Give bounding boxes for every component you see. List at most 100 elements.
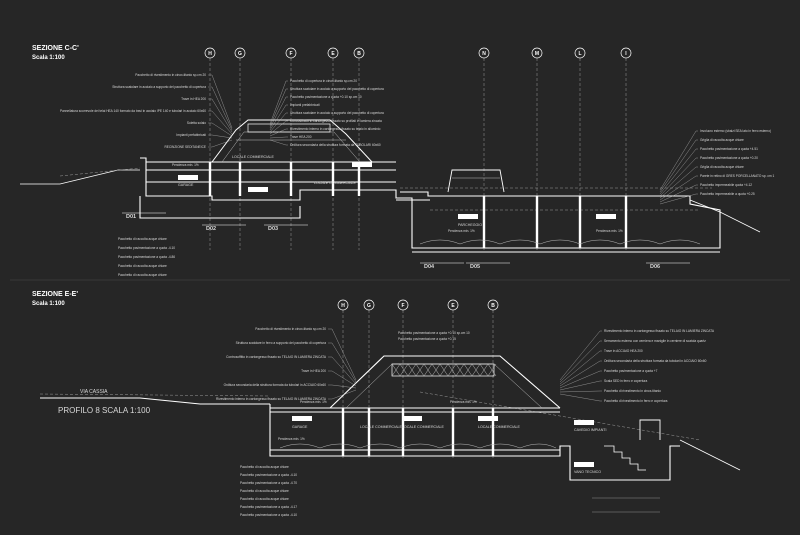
grid-axis-letter: E xyxy=(331,51,335,57)
annotation-label: Trave HEA 200 xyxy=(290,135,312,139)
annotation-leader xyxy=(269,139,288,146)
annotation-label: Pacchetto di rivestimento in ferro e cop… xyxy=(604,399,668,403)
annotation-leader xyxy=(208,110,233,135)
annotation-leader xyxy=(208,86,233,131)
cc-basement-left xyxy=(139,196,301,219)
truss-diagonal xyxy=(439,363,449,377)
ee-room-label: LOCALE COMMERCIALE xyxy=(360,425,403,429)
truss-diagonal xyxy=(399,363,409,377)
annotation-label: Trave in ACCIAIO HEA 200 xyxy=(604,349,643,353)
annotation-label: Controsoffitto in cartongesso fissato su… xyxy=(226,355,327,359)
grid-axis-letter: E xyxy=(451,303,455,309)
ee-drain-grates xyxy=(279,443,557,449)
annotation-leader xyxy=(559,370,602,389)
structural-column xyxy=(535,196,539,248)
annotation-label: Pacchetto pavimentazione a quota -4.10 xyxy=(240,473,297,477)
annotation-label: Pacchetto impermeabile a quota +0.25 xyxy=(700,192,755,196)
detail-tag-label: D02 xyxy=(206,226,216,232)
structural-column xyxy=(238,162,242,196)
annotation-label: Struttura scatolare in ferro a supporto … xyxy=(236,341,327,345)
annotation-leader xyxy=(559,350,602,385)
grid-axis-letter: N xyxy=(482,51,486,57)
annotation-label: Trave in HEA 200 xyxy=(301,369,326,373)
annotation-leader xyxy=(328,384,357,389)
grid-axis-letter: F xyxy=(401,303,404,309)
section-ee-scale: Scala 1:100 xyxy=(32,301,65,307)
ee-stair-kiosk xyxy=(639,419,661,440)
cc-room-tag-box xyxy=(248,187,268,192)
grid-axis-letter: I xyxy=(625,51,627,57)
annotation-leader xyxy=(328,328,357,381)
truss-diagonal xyxy=(423,363,433,377)
ee-room-label: VANO TECNICO xyxy=(574,470,601,474)
truss-diagonal xyxy=(463,363,473,377)
annotation-label: Griglia di raccolta acque chiare xyxy=(700,138,744,142)
structural-column xyxy=(367,408,371,456)
ee-road-label: VIA CASSIA xyxy=(80,389,108,395)
annotation-label: Pacchetto di raccolta acque chiare xyxy=(240,497,289,501)
annotation-label: Pacchetto pavimentazione a quota +0.15 xyxy=(398,337,456,341)
annotation-label: Griglia di raccolta acque chiare xyxy=(700,165,744,169)
annotation-label: Pacchetto pavimentazione a quota +7 xyxy=(604,369,658,373)
annotation-label: Scala SED in ferro e copertura xyxy=(604,379,647,383)
detail-tag-label: D01 xyxy=(126,214,136,220)
cc-access-kiosk xyxy=(447,169,505,193)
annotation-leader xyxy=(659,157,698,197)
cc-terrain-right xyxy=(689,199,761,233)
annotation-label: Orditura secondaria della struttura form… xyxy=(290,143,381,147)
annotation-label: Soletta solaio xyxy=(187,121,206,125)
annotation-label: Orditura secondaria della struttura form… xyxy=(604,359,707,363)
structural-column xyxy=(491,408,495,456)
ee-floor-tag: Pendenza min. 1% xyxy=(450,400,477,404)
ee-floor-tag: Pendenza min. 1% xyxy=(300,400,327,404)
ee-room-tags: GARAGE LOCALE COMMERCIALE LOCALE COMMERC… xyxy=(278,400,606,474)
annotation-leader xyxy=(659,130,698,191)
annotation-leader xyxy=(559,380,602,391)
annotation-label: Pacchetto di raccolta acque chiare xyxy=(240,465,289,469)
annotation-label: Pacchetto pavimentazione a quota +0.10 s… xyxy=(290,95,362,99)
annotation-leader xyxy=(269,112,288,133)
ee-building-outline xyxy=(269,404,680,481)
annotation-leader xyxy=(328,356,357,385)
annotation-leader xyxy=(659,193,698,205)
truss-diagonal xyxy=(455,363,465,377)
annotation-label: Controsoffitto in cartongesso fissato su… xyxy=(290,119,382,123)
cc-floor-tag: Pendenza min. 1% xyxy=(596,229,623,233)
annotation-leader xyxy=(559,360,602,387)
annotation-label: Pacchetto pavimentazione a quota -4.17 xyxy=(240,505,297,509)
annotation-leader xyxy=(559,393,602,402)
annotation-label: Pacchetto pavimentazione a quota +0.10 s… xyxy=(398,331,470,335)
section-cc-scale: Scala 1:100 xyxy=(32,55,65,61)
annotation-leader xyxy=(208,134,233,139)
section-cc-title: SEZIONE C-C' xyxy=(32,45,79,52)
ee-room-label: LOCALE COMMERCIALE xyxy=(402,425,445,429)
annotation-label: Pacchetto di rivestimento in cinox-titan… xyxy=(604,389,661,393)
annotation-label: Pacchetto pavimentazione a quota -4.70 xyxy=(240,481,297,485)
ee-truss-members xyxy=(391,363,497,377)
annotation-leader xyxy=(328,370,357,387)
cc-floor-tag: Pendenza min. 1% xyxy=(172,163,199,167)
truss-diagonal xyxy=(407,363,417,377)
annotation-label: RECINZIONE SEDITANEICE xyxy=(164,145,206,149)
annotation-label: Pacchetto pavimentazione a quota +0.20 xyxy=(700,156,758,160)
annotation-label: Pacchetto pavimentazione a quota -4.10 xyxy=(240,513,297,517)
ee-terrain-right xyxy=(679,439,741,471)
grid-axis-letter: F xyxy=(289,51,292,57)
cc-terrain-left xyxy=(20,169,140,185)
cc-room-tag-box xyxy=(178,175,198,180)
annotation-label: Rivestimento interno in cartongesso fiss… xyxy=(290,127,381,131)
ee-pavilion-inner xyxy=(345,363,543,409)
annotation-label: Pacchetto di raccolta acque chiare xyxy=(118,237,167,241)
cc-building-outline xyxy=(140,157,721,249)
ee-room-tag-box xyxy=(402,416,422,421)
truss-diagonal xyxy=(415,363,425,377)
cc-room-tag-box xyxy=(352,162,372,167)
cc-room-tags: LOCALE COMMERCIALE GARAGE LOCALE COMMERC… xyxy=(172,155,623,233)
annotation-label: Pacchetto impermeabile quota +4.12 xyxy=(700,183,752,187)
grid-axis-letter: B xyxy=(357,51,361,57)
ee-room-label: CAVEDIO IMPIANTI xyxy=(574,428,606,432)
annotation-label: Pacchetto pavimentazione a quota -4.86 xyxy=(118,255,175,259)
annotation-label: Pacchetto pavimentazione a quota -4.10 xyxy=(118,246,175,250)
